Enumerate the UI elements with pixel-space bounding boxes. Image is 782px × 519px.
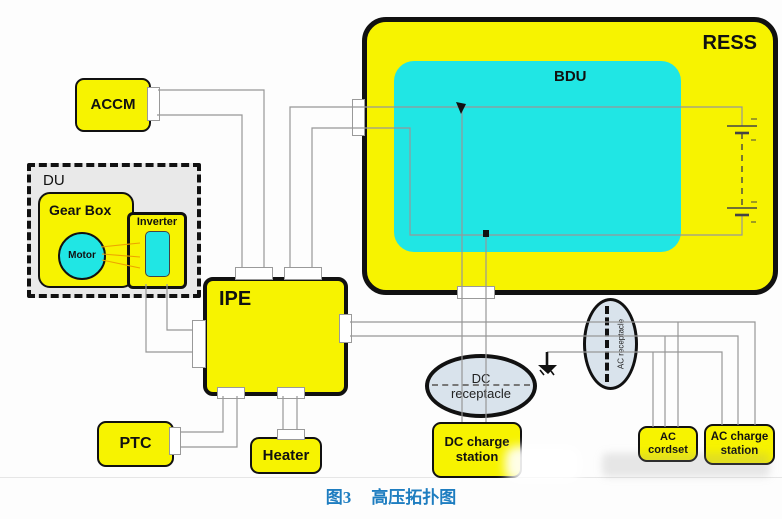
accm-connector (147, 87, 160, 121)
ac-cordset-label-line2: cordset (648, 444, 688, 456)
ac-receptacle-divider (605, 306, 609, 382)
ipe-top-connector-2 (284, 267, 322, 280)
wire-ipe-to-ptc (180, 396, 238, 448)
dc-receptacle: DC receptacle (425, 354, 537, 418)
ptc-box: PTC (97, 421, 174, 467)
ac-cordset-box: AC cordset (638, 426, 698, 462)
ac-receptacle-label: AC receptacle (616, 318, 626, 370)
gear-box-label: Gear Box (49, 202, 112, 218)
ipe-left-connector (192, 320, 206, 368)
caption-separator (0, 477, 782, 478)
dc-charge-station-label-line2: station (455, 449, 499, 464)
heater-label: Heater (262, 446, 310, 464)
ptc-connector (169, 427, 181, 455)
ipe-bottom-connector-1 (217, 387, 245, 399)
bdu-label: BDU (554, 68, 587, 85)
dc-receptacle-label-line2: receptacle (451, 386, 511, 401)
ipe-label: IPE (219, 288, 252, 310)
inverter-label: Inverter (136, 216, 178, 228)
inverter-power-module (144, 230, 170, 277)
motor-label: Motor (68, 250, 96, 262)
bdu-box: BDU (394, 61, 681, 252)
ipe-box: IPE (203, 277, 348, 396)
ress-label: RESS (702, 32, 757, 54)
ptc-label: PTC (119, 434, 152, 452)
accm-label: ACCM (90, 96, 136, 114)
ac-receptacle: AC receptacle (583, 298, 638, 390)
ground-symbol (538, 352, 557, 376)
ipe-top-connector-1 (235, 267, 273, 280)
ac-cordset-label-line1: AC (660, 431, 676, 444)
du-label: DU (43, 172, 65, 189)
wire-ac-link (350, 321, 756, 427)
ress-left-connector (352, 99, 365, 136)
accm-box: ACCM (75, 78, 151, 132)
figure-caption: 图3 高压拓扑图 (0, 483, 782, 508)
ac-charge-station-box: AC charge station (704, 424, 775, 465)
dc-charge-station-label-line1: DC charge (444, 434, 510, 450)
ac-charge-station-label-line2: station (720, 444, 759, 457)
heater-connector (277, 429, 305, 440)
wire-ipe-to-heater (282, 396, 298, 430)
dc-receptacle-divider (432, 384, 530, 386)
dc-charge-station-box: DC charge station (432, 422, 522, 478)
motor-circle: Motor (58, 232, 106, 280)
ipe-bottom-connector-2 (277, 387, 305, 399)
figure-caption-title: 高压拓扑图 (371, 488, 457, 507)
ipe-right-connector (339, 314, 352, 343)
ac-charge-station-label-line1: AC charge (710, 431, 769, 444)
ress-bottom-connector (457, 286, 495, 299)
heater-box: Heater (250, 437, 322, 474)
figure-caption-number: 图3 (325, 488, 352, 507)
inverter-box: Inverter (127, 212, 187, 289)
